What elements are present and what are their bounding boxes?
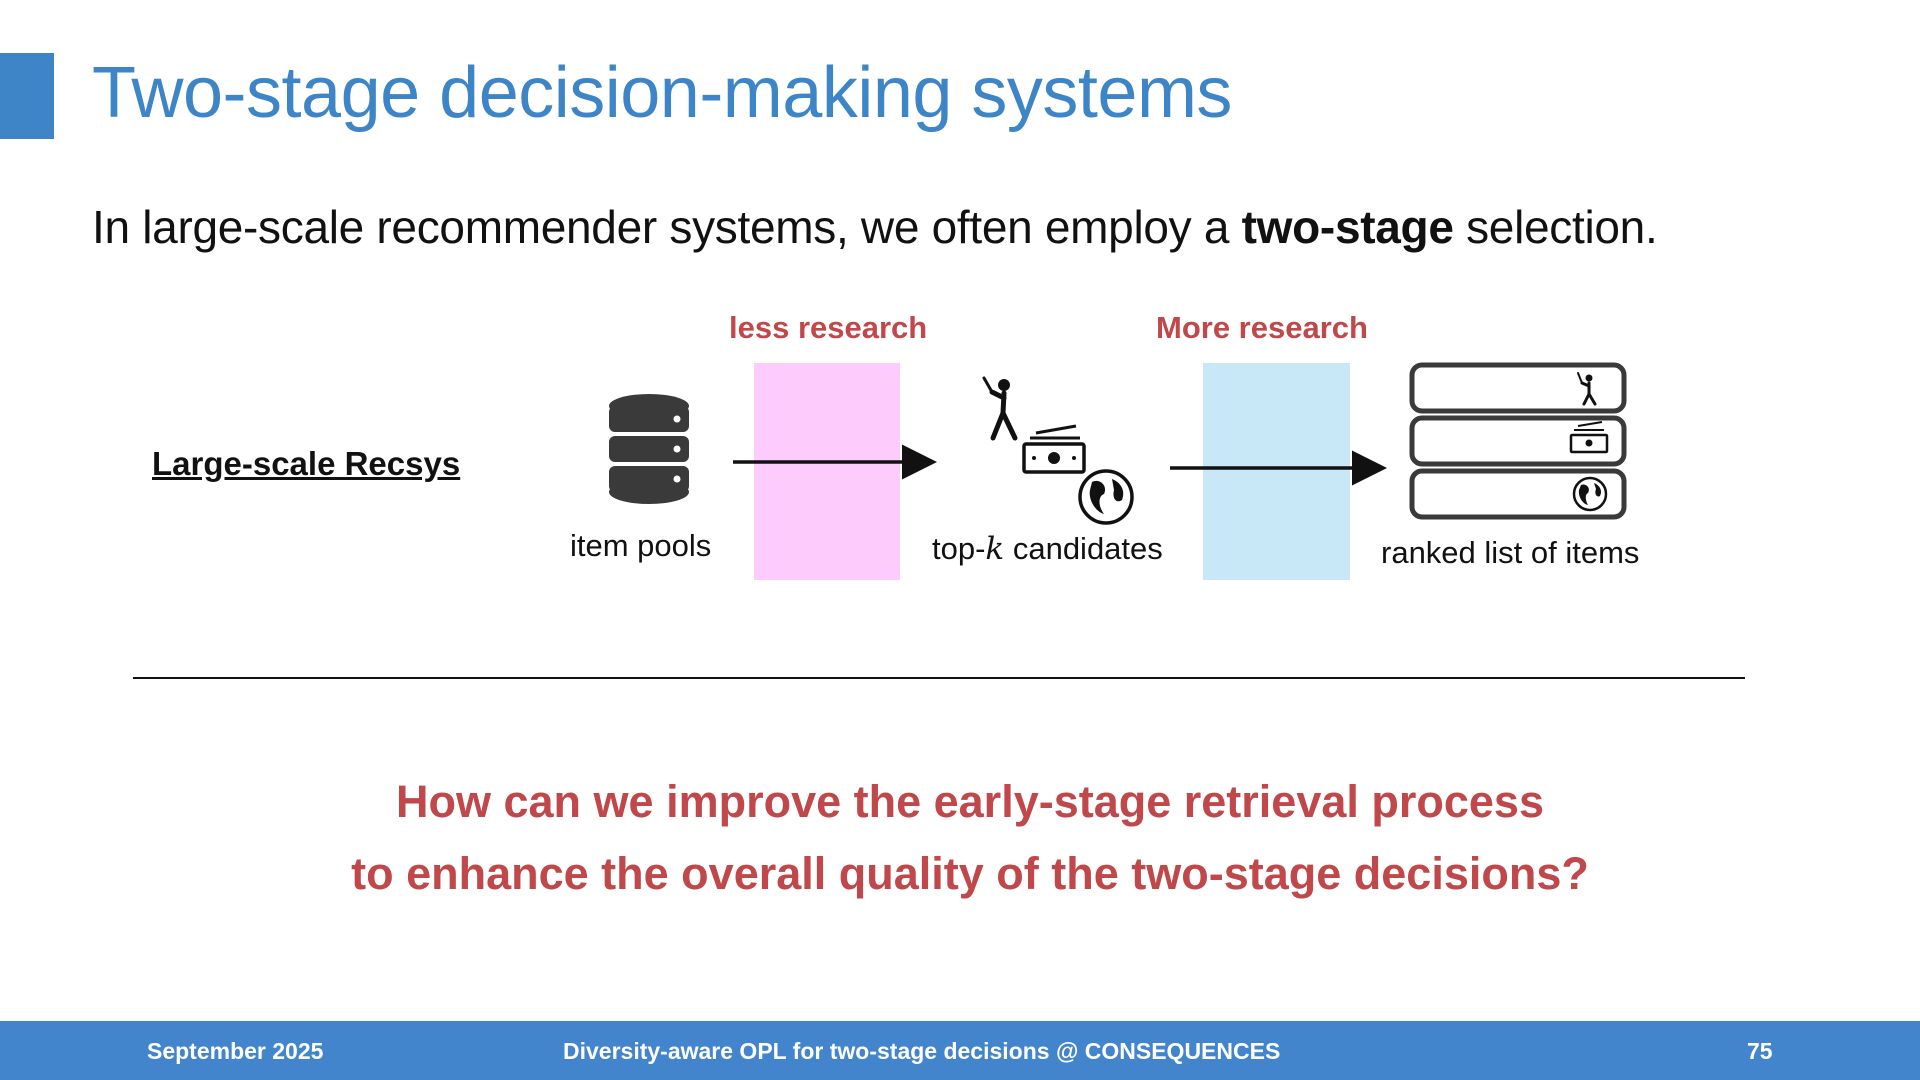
title-accent-bar xyxy=(0,53,54,139)
globe-icon xyxy=(1572,476,1608,512)
candidates-caption-suffix: candidates xyxy=(1004,531,1163,566)
baseball-player-icon xyxy=(1577,372,1597,406)
stage1-box xyxy=(754,363,900,580)
row-label: Large-scale Recsys xyxy=(152,445,461,482)
question-line-2: to enhance the overall quality of the tw… xyxy=(351,848,1589,899)
stage2-box xyxy=(1203,363,1350,580)
stage1-label: less research xyxy=(729,310,928,345)
money-icon xyxy=(1022,424,1086,474)
ranked-list-caption: ranked list of items xyxy=(1381,535,1640,570)
candidates-caption: top-k candidates xyxy=(932,531,1163,567)
slide-title: Two-stage decision-making systems xyxy=(92,53,1232,133)
ranked-slot xyxy=(1409,468,1627,520)
intro-text-bold: two-stage xyxy=(1241,201,1454,253)
money-icon xyxy=(1569,421,1609,454)
footer-talk-title: Diversity-aware OPL for two-stage decisi… xyxy=(563,1038,1281,1064)
database-icon xyxy=(609,394,689,504)
item-pool-caption: item pools xyxy=(570,528,712,563)
ranked-slot xyxy=(1409,362,1627,414)
footer-bar: September 2025 Diversity-aware OPL for t… xyxy=(0,1021,1920,1080)
candidates-caption-prefix: top- xyxy=(932,531,986,566)
question-line-1: How can we improve the early-stage retri… xyxy=(396,776,1544,827)
candidates-caption-variable: k xyxy=(985,531,1005,567)
globe-icon xyxy=(1078,469,1134,525)
baseball-player-icon xyxy=(982,376,1018,441)
footer-date: September 2025 xyxy=(147,1038,324,1064)
section-divider xyxy=(133,677,1745,679)
stage2-label: More research xyxy=(1156,310,1368,345)
intro-text: In large-scale recommender systems, we o… xyxy=(92,200,1658,254)
intro-text-after: selection. xyxy=(1453,201,1658,253)
footer-page-number: 75 xyxy=(1747,1038,1773,1064)
intro-text-before: In large-scale recommender systems, we o… xyxy=(92,201,1242,253)
